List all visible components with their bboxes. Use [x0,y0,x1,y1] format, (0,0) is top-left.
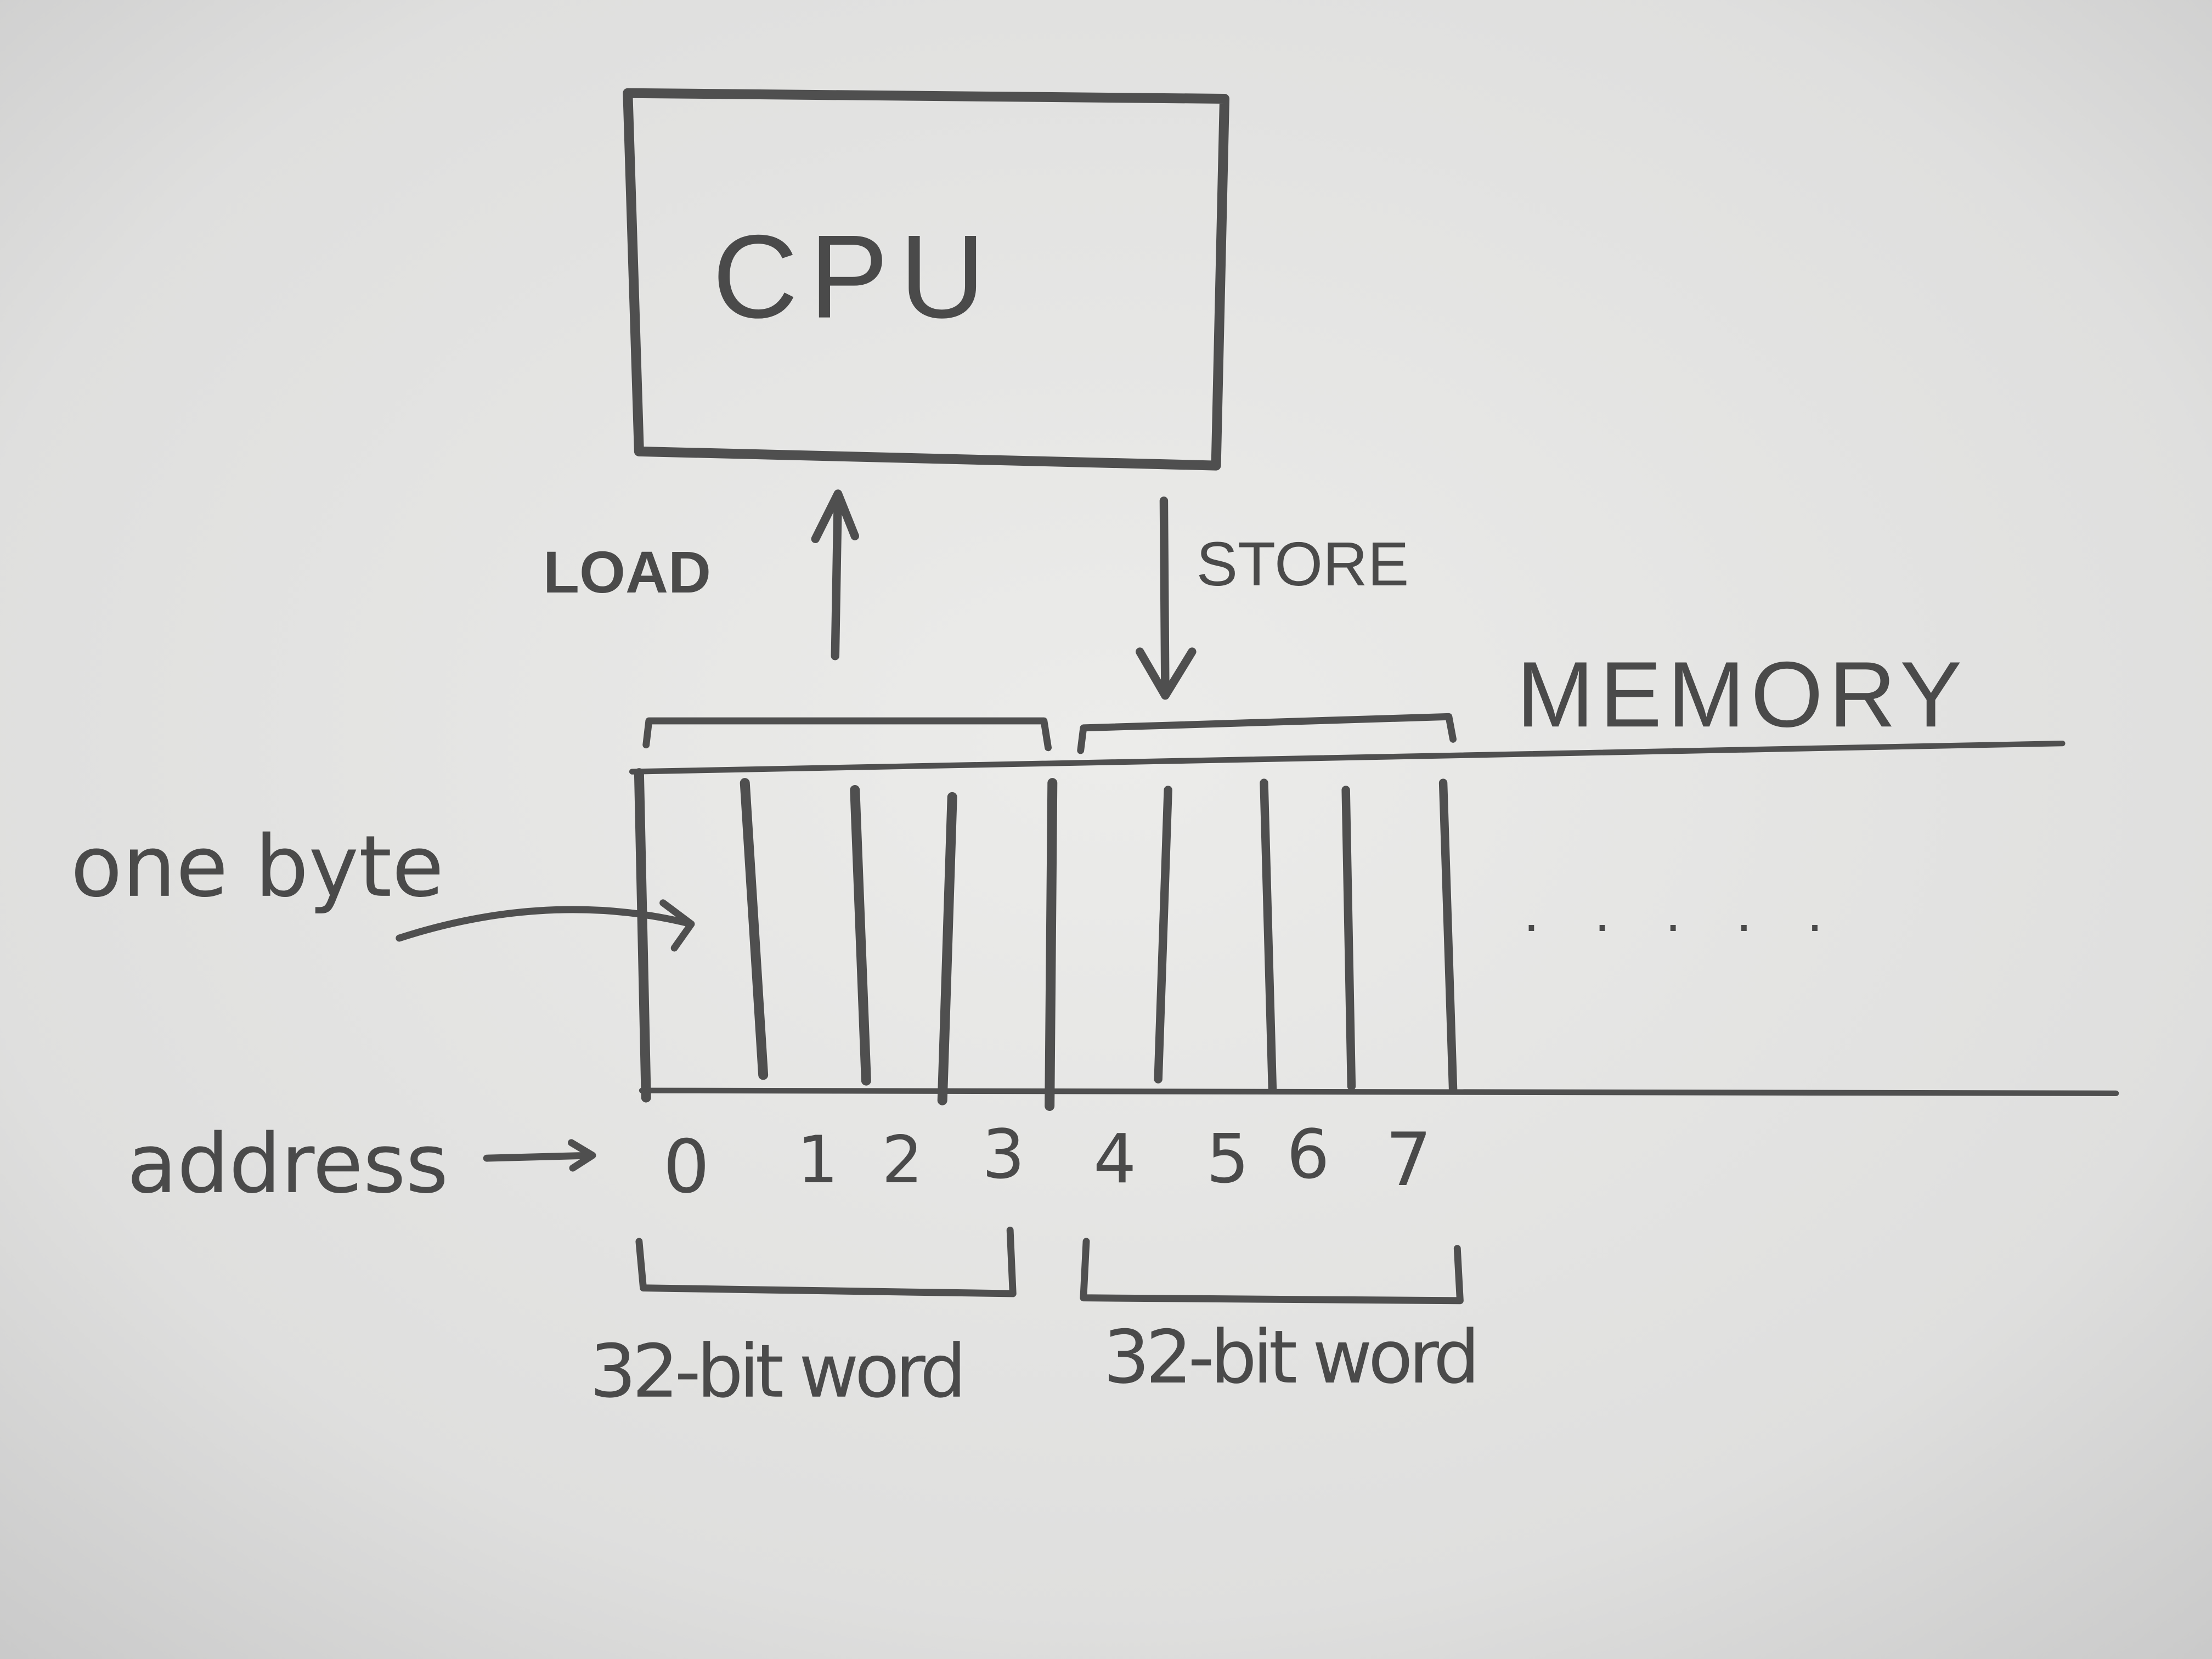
address-arrow [483,1139,596,1172]
memory-label: MEMORY [1516,642,1967,746]
bottom-word-bracket [635,1226,1017,1297]
address-numbers: 0 1 2 3 4 5 6 7 [663,1115,1432,1210]
bottom-word-bracket [1080,1238,1464,1305]
address-2: 2 [882,1122,923,1198]
word-label-2: 32-bit word [1103,1314,1476,1400]
address-6: 6 [1286,1115,1330,1194]
address-3: 3 [982,1115,1025,1194]
top-word-bracket [1077,713,1457,754]
address-5: 5 [1206,1120,1250,1199]
memory-cells [634,768,1458,1111]
memory-bottom-line [639,1087,2119,1097]
load-arrow: LOAD [543,489,860,661]
store-arrow: STORE [1136,496,1409,700]
one-byte-arrow [396,899,695,952]
store-label: STORE [1197,529,1409,599]
address-1: 1 [797,1122,838,1198]
top-word-bracket [642,717,1052,752]
address-4: 4 [1093,1120,1137,1199]
cpu-label: CPU [713,210,997,343]
address-7: 7 [1385,1117,1432,1203]
continuation-dots: . . . . . [1523,880,1842,943]
load-label: LOAD [543,539,711,605]
word-label-1: 32-bit word [590,1329,962,1414]
address-label: address [127,1117,448,1212]
one-byte-label: one byte [71,818,444,916]
address-0: 0 [663,1124,710,1210]
memory-top-line [629,741,2066,775]
cpu-box: CPU [623,88,1229,471]
